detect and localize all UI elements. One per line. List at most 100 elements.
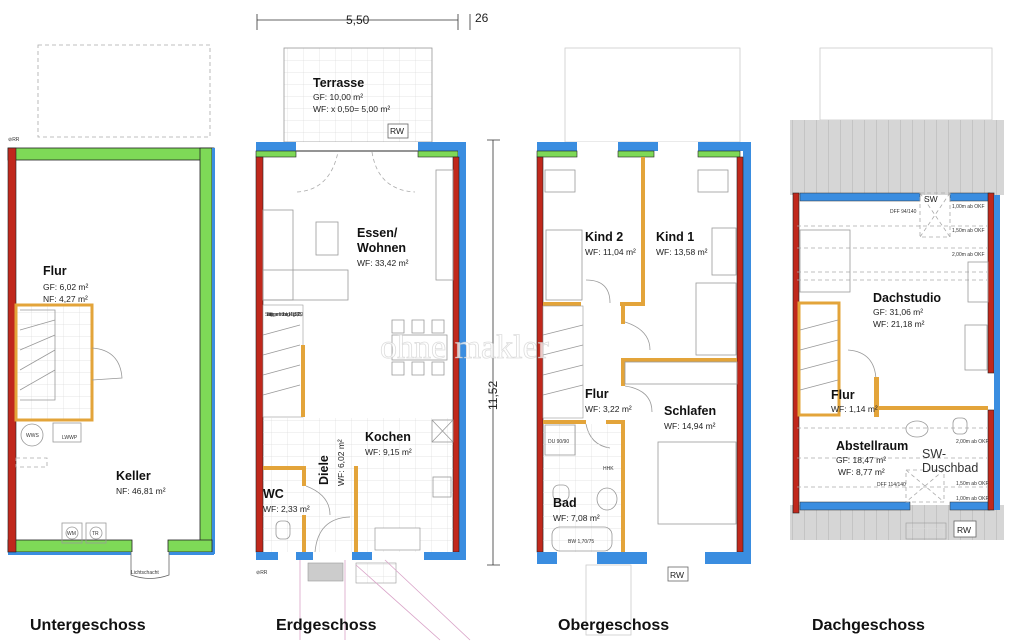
room-area: WF: 33,42 m² [357, 258, 409, 268]
stove [432, 476, 452, 498]
room-area: GF: 31,06 m² [873, 307, 923, 317]
shower [544, 424, 576, 456]
wws-tank [20, 423, 44, 447]
plan-dachgeschoss: SW DFF 94/140 1,00m ab OKF 1,50m ab OKF … [790, 47, 1004, 634]
bed [799, 229, 851, 293]
staircase [262, 304, 304, 418]
okf-label: 1,50m ab OKF [952, 228, 985, 234]
room-area: WF: 9,15 m² [365, 447, 412, 457]
room-area: WF: 2,33 m² [263, 504, 310, 514]
sink [374, 527, 421, 551]
room-area: WF: 7,08 m² [553, 513, 600, 523]
lichtschacht [130, 552, 170, 579]
room-name-kind2: Kind 2 [585, 230, 623, 244]
room-name-duschbad: Duschbad [922, 461, 978, 475]
floor-label-untergeschoss: Untergeschoss [30, 617, 146, 634]
room-area: WF: 6,02 m² [336, 439, 346, 486]
roof-top [790, 120, 1004, 195]
room-name-kochen: Kochen [365, 430, 411, 444]
room-name-essen: Essen/ [357, 226, 398, 240]
dimension-length-label: 11,52 [486, 381, 500, 410]
room-name-sw: SW- [922, 447, 946, 461]
wall-left [255, 156, 264, 553]
plan-untergeschoss: WWS LWWP WM TR Lichtschacht ⊘RR Flur GF:… [7, 44, 215, 634]
washbasin [596, 487, 618, 511]
room-name-flur: Flur [831, 388, 855, 402]
dining-table [391, 334, 448, 361]
room-area: WF: 11,04 m² [585, 247, 636, 257]
room-name-kind1: Kind 1 [656, 230, 694, 244]
rw-label: RW [957, 525, 971, 535]
fridge [431, 419, 454, 443]
bed-kind2 [545, 229, 583, 301]
rr-marker: ⊘RR [256, 570, 268, 576]
dimension-width-label: 5,50 [346, 13, 370, 27]
bed-kind1 [695, 282, 737, 356]
room-area: GF: 6,02 m² [43, 282, 89, 292]
wm-label: WM [67, 531, 76, 537]
dimension-offset-label: 26 [475, 11, 489, 25]
toilet [275, 520, 291, 540]
entry-door [314, 516, 351, 553]
wardrobe [624, 361, 738, 385]
floor-label-erdgeschoss: Erdgeschoss [276, 617, 377, 634]
toilet [552, 484, 570, 502]
room-area: NF: 4,27 m² [43, 294, 88, 304]
wws-label: WWS [26, 433, 39, 439]
room-area: WF: x 0,50= 5,00 m² [313, 104, 390, 114]
dff-label: DFF 114/140 [877, 482, 906, 488]
room-name-schlafen: Schlafen [664, 404, 716, 418]
okf-label: 2,00m ab OKF [956, 439, 989, 445]
wall-top [7, 147, 215, 161]
room-area: WF: 1,14 m² [831, 404, 878, 414]
room-name-bad: Bad [553, 496, 577, 510]
rw-box [387, 123, 409, 139]
room-name-terrasse: Terrasse [313, 76, 364, 90]
lwwp-label: LWWP [62, 435, 78, 441]
room-name-dachstudio: Dachstudio [873, 291, 941, 305]
room-area: WF: 14,94 m² [664, 421, 716, 431]
room-area: WF: 3,22 m² [585, 404, 632, 414]
okf-label: 2,00m ab OKF [952, 252, 985, 258]
room-area: WF: 8,77 m² [838, 467, 885, 477]
bathtub [551, 526, 613, 552]
toilet [952, 417, 968, 435]
rw-box [953, 520, 977, 538]
rw-box [667, 566, 689, 582]
room-name-flur: Flur [585, 387, 609, 401]
room-area: NF: 46,81 m² [116, 486, 166, 496]
sideboard [435, 169, 454, 281]
okf-label: 1,50m ab OKF [956, 481, 989, 487]
staircase [19, 309, 56, 401]
floor-label-dachgeschoss: Dachgeschoss [812, 617, 925, 634]
room-area: WF: 21,18 m² [873, 319, 925, 329]
plan-erdgeschoss: 5,50 26 11,52 RW Terrasse GF: 10,00 m² W… [255, 11, 500, 641]
room-area: GF: 18,47 m² [836, 455, 886, 465]
stair-enclosure [14, 303, 94, 422]
roof-window-1 [919, 192, 951, 238]
room-name-flur: Flur [43, 264, 67, 278]
terrace-outline [564, 47, 741, 143]
desk [964, 324, 988, 371]
wall-right [199, 147, 213, 553]
room-name-wc: WC [263, 487, 284, 501]
hhk-label: HHK [603, 466, 614, 472]
room-name-abstellraum: Abstellraum [836, 439, 908, 453]
dimension-width [256, 14, 471, 30]
room-name-keller: Keller [116, 469, 151, 483]
room-name-diele: Diele [317, 455, 331, 485]
terrace-outline [37, 44, 211, 138]
floor-label-obergeschoss: Obergeschoss [558, 617, 669, 634]
sw-label: SW [924, 194, 938, 204]
staircase [542, 305, 584, 419]
entry-step [307, 562, 344, 582]
rr-marker: ⊘RR [8, 137, 20, 143]
shower-label: DU 90/90 [548, 439, 569, 445]
room-area: GF: 10,00 m² [313, 92, 363, 102]
double-bed [657, 441, 737, 525]
room-area: WF: 13,58 m² [656, 247, 708, 257]
room-name-wohnen: Wohnen [357, 241, 406, 255]
door-swing [91, 347, 123, 381]
coffee-table [315, 221, 339, 256]
